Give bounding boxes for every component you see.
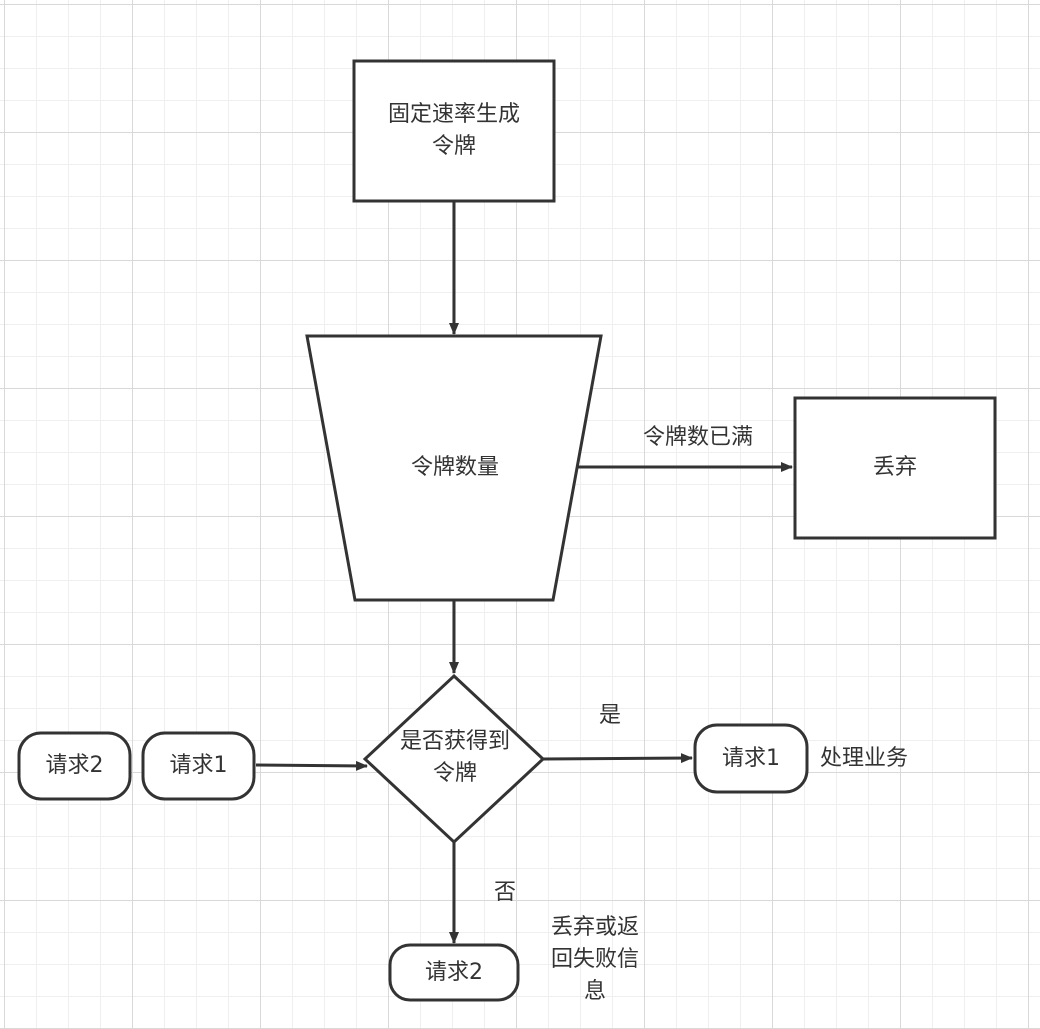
tokens-full-label: 令牌数已满 [643, 425, 754, 450]
edge-decision-to-request1-result [542, 753, 693, 764]
no-label: 否 [494, 880, 517, 905]
discard-box [793, 396, 997, 540]
request2-result-pill [388, 943, 520, 1002]
token-bucket-trapezoid [305, 334, 603, 602]
decision-diamond [362, 673, 546, 845]
request2-queue-pill [17, 731, 132, 801]
request1-queue-pill [141, 731, 256, 801]
generate-tokens-box [352, 59, 556, 203]
process-business-label: 处理业务 [820, 746, 909, 771]
request1-result-pill [693, 723, 809, 794]
edge-request1-to-decision [255, 760, 368, 771]
yes-label: 是 [599, 703, 622, 728]
